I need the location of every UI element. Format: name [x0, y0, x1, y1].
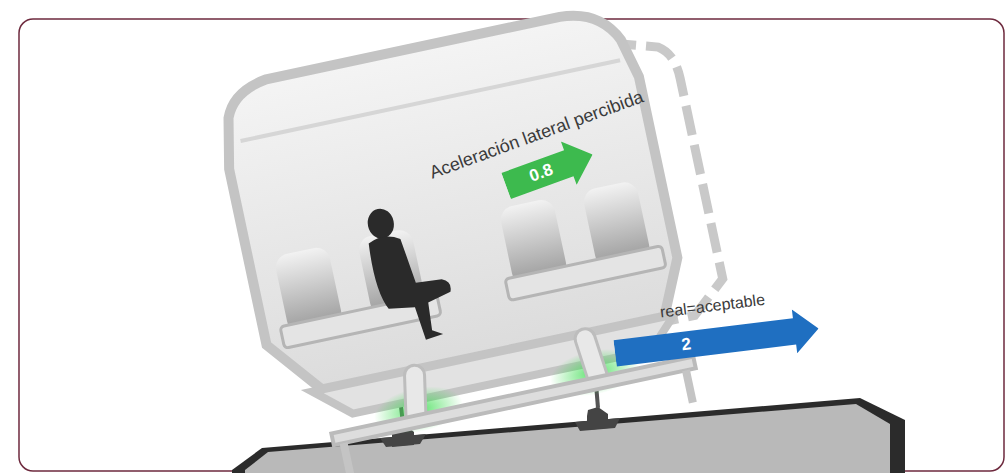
value-number: 2: [680, 334, 692, 355]
lateral-accel-arrow: Aceleración lateral percibida0.8: [427, 86, 664, 230]
real-accel-arrow: real=aceptable2: [609, 285, 821, 376]
arrow-fill: [612, 307, 821, 376]
seats: [266, 177, 667, 348]
arrow-outline: [612, 307, 821, 376]
train-car: [212, 0, 746, 473]
arrow-shape: 2: [612, 307, 821, 376]
passenger: [361, 197, 460, 347]
arrow-fill: [498, 132, 600, 207]
